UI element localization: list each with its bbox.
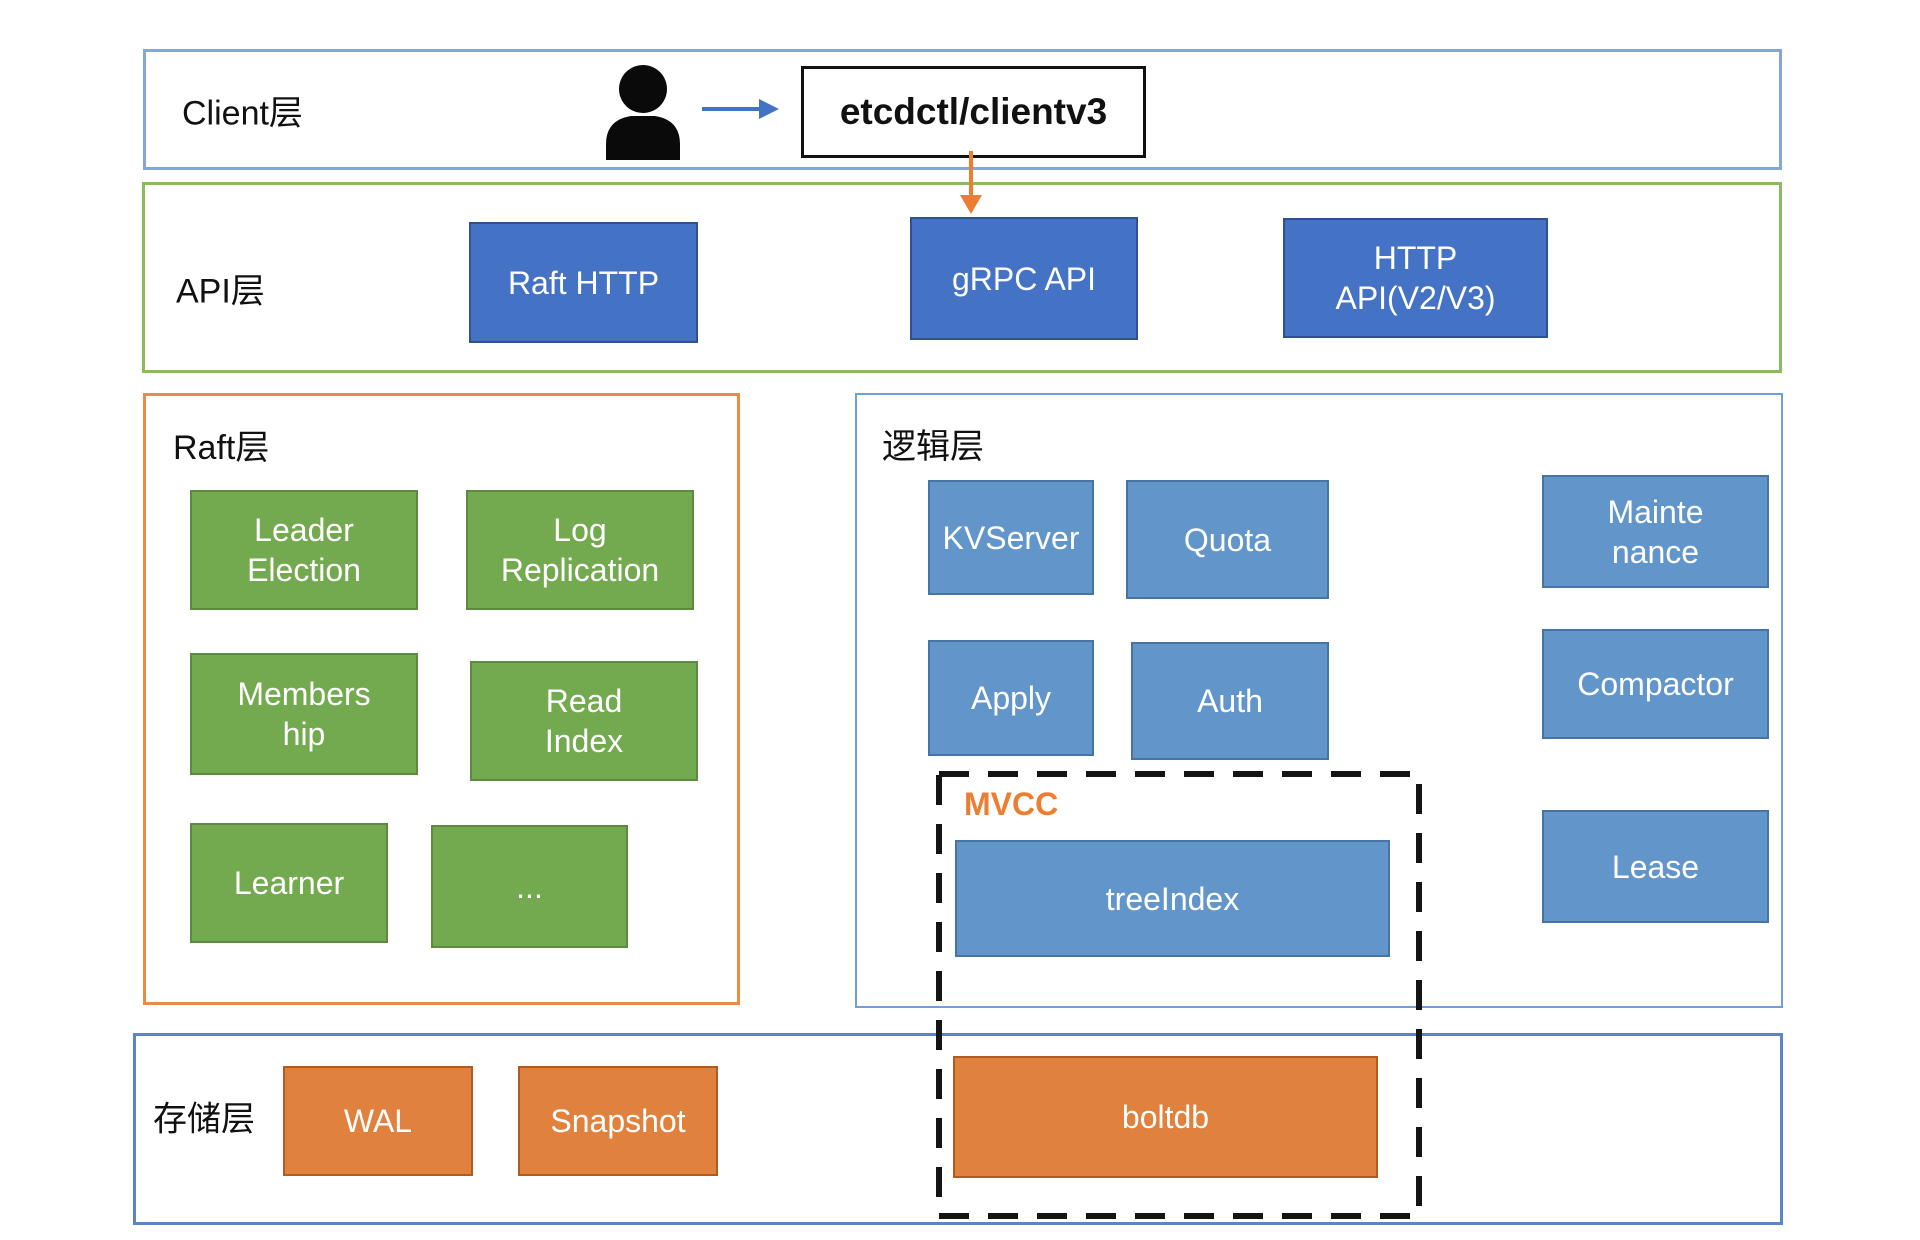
logic-layer-label: 逻辑层 xyxy=(882,428,984,466)
apply-box: Apply xyxy=(928,640,1094,756)
kvserver-box: KVServer xyxy=(928,480,1094,595)
client-layer: Client层 etcdctl/clientv3 xyxy=(143,49,1782,170)
http-api-box: HTTP API(V2/V3) xyxy=(1283,218,1548,338)
auth-box: Auth xyxy=(1131,642,1329,760)
storage-layer-label: 存储层 xyxy=(153,1100,255,1139)
compactor-box: Compactor xyxy=(1542,629,1769,739)
storage-layer: 存储层 WAL Snapshot boltdb xyxy=(133,1033,1783,1225)
leader-election-box: Leader Election xyxy=(190,490,418,610)
etcdctl-clientv3-box: etcdctl/clientv3 xyxy=(801,66,1146,158)
lease-box: Lease xyxy=(1542,810,1769,923)
raft-more-box: ... xyxy=(431,825,628,948)
mvcc-label: MVCC xyxy=(964,786,1059,822)
person-icon xyxy=(598,64,688,160)
api-layer-label: API层 xyxy=(176,272,265,311)
tree-index-box: treeIndex xyxy=(955,840,1390,957)
wal-box: WAL xyxy=(283,1066,473,1176)
etcdctl-to-grpc-arrow-icon xyxy=(954,151,988,215)
log-replication-box: Log Replication xyxy=(466,490,694,610)
boltdb-box: boltdb xyxy=(953,1056,1378,1178)
learner-box: Learner xyxy=(190,823,388,943)
snapshot-box: Snapshot xyxy=(518,1066,718,1176)
membership-box: Members hip xyxy=(190,653,418,775)
client-to-etcdctl-arrow-icon xyxy=(699,95,783,123)
grpc-api-box: gRPC API xyxy=(910,217,1138,340)
raft-http-box: Raft HTTP xyxy=(469,222,698,343)
api-layer: API层 Raft HTTP gRPC API HTTP API(V2/V3) xyxy=(142,182,1782,373)
raft-layer-label: Raft层 xyxy=(173,429,270,467)
logic-layer: 逻辑层 KVServer Quota Mainte nance Apply Au… xyxy=(855,393,1783,1008)
read-index-box: Read Index xyxy=(470,661,698,781)
maintenance-box: Mainte nance xyxy=(1542,475,1769,588)
quota-box: Quota xyxy=(1126,480,1329,599)
client-layer-label: Client层 xyxy=(182,94,303,132)
raft-layer: Raft层 Leader Election Log Replication Me… xyxy=(143,393,740,1005)
